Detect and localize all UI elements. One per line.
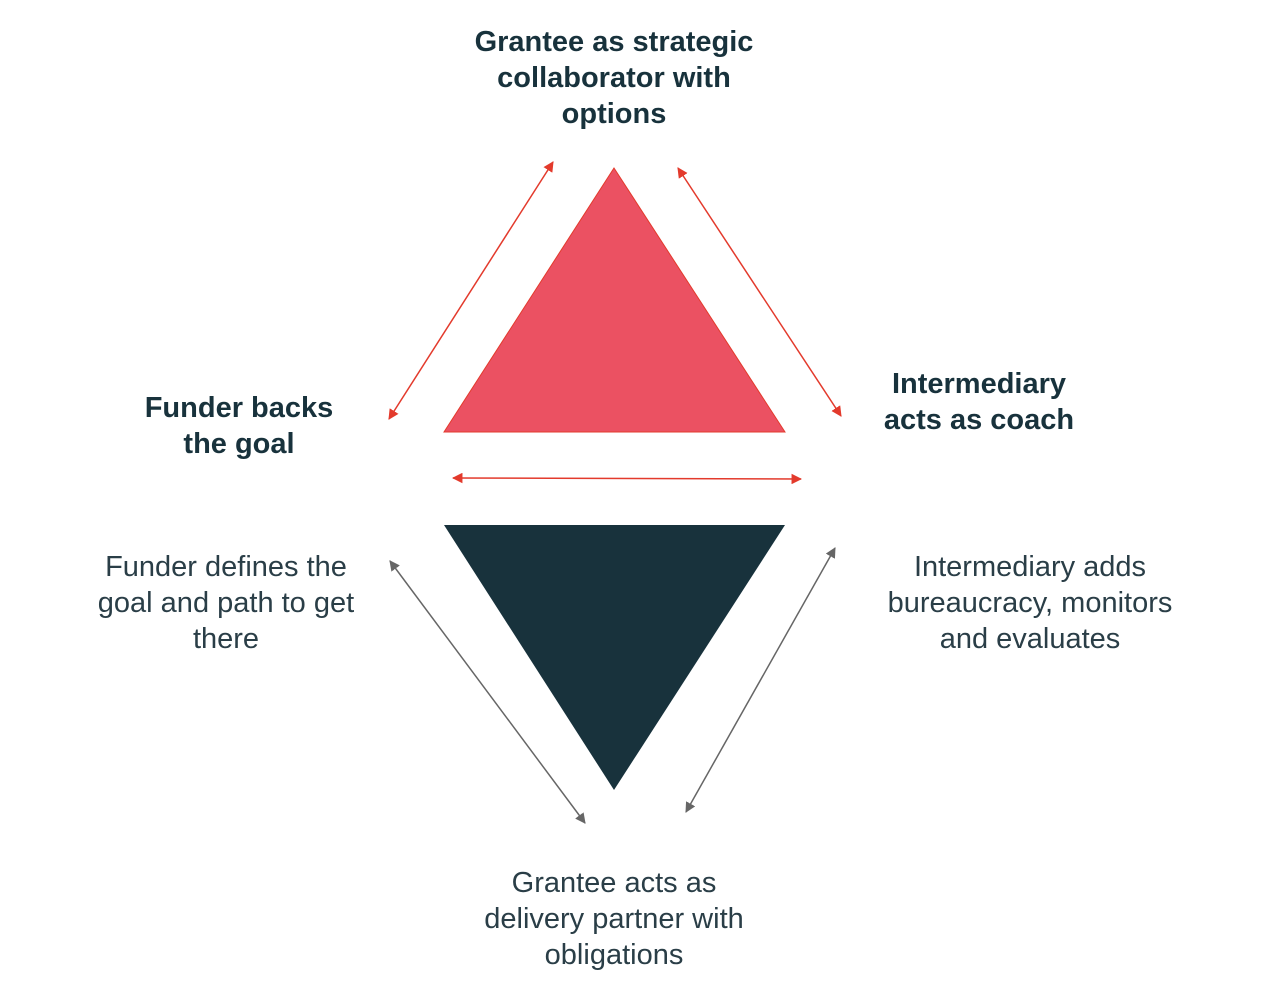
arrow-horizontal [451, 472, 803, 485]
negative-triangle [444, 525, 785, 790]
label-line: Funder backs [144, 392, 334, 424]
label-line: bureaucracy, monitors [887, 587, 1173, 619]
label-line: acts as coach [883, 404, 1075, 436]
label-line: Grantee acts as [511, 867, 717, 899]
label-line: delivery partner with [484, 903, 744, 935]
label-grantee-strategic-collaborator: Grantee as strategic collaborator with o… [414, 24, 814, 132]
label-funder-defines-goal: Funder defines the goal and path to get … [66, 549, 386, 657]
label-line: goal and path to get [97, 587, 355, 619]
arrow-bottom-left [389, 560, 586, 824]
arrow-bottom-right [685, 547, 836, 813]
label-line: the goal [183, 428, 295, 460]
label-grantee-delivery-partner: Grantee acts as delivery partner with ob… [429, 865, 799, 973]
positive-triangle [443, 167, 786, 433]
label-line: and evaluates [939, 623, 1121, 655]
label-funder-backs-goal: Funder backs the goal [99, 390, 379, 462]
label-intermediary-coach: Intermediary acts as coach [839, 366, 1119, 438]
label-line: Funder defines the [105, 551, 347, 583]
arrow-top-left [388, 161, 554, 420]
label-line: obligations [544, 939, 684, 971]
label-line: options [561, 98, 667, 130]
label-line: there [192, 623, 260, 655]
label-line: Grantee as strategic [474, 26, 754, 58]
label-line: Intermediary adds [913, 551, 1147, 583]
arrow-top-right [677, 167, 842, 417]
label-line: collaborator with [497, 62, 731, 94]
label-intermediary-bureaucracy: Intermediary adds bureaucracy, monitors … [855, 549, 1205, 657]
label-line: Intermediary [891, 368, 1067, 400]
